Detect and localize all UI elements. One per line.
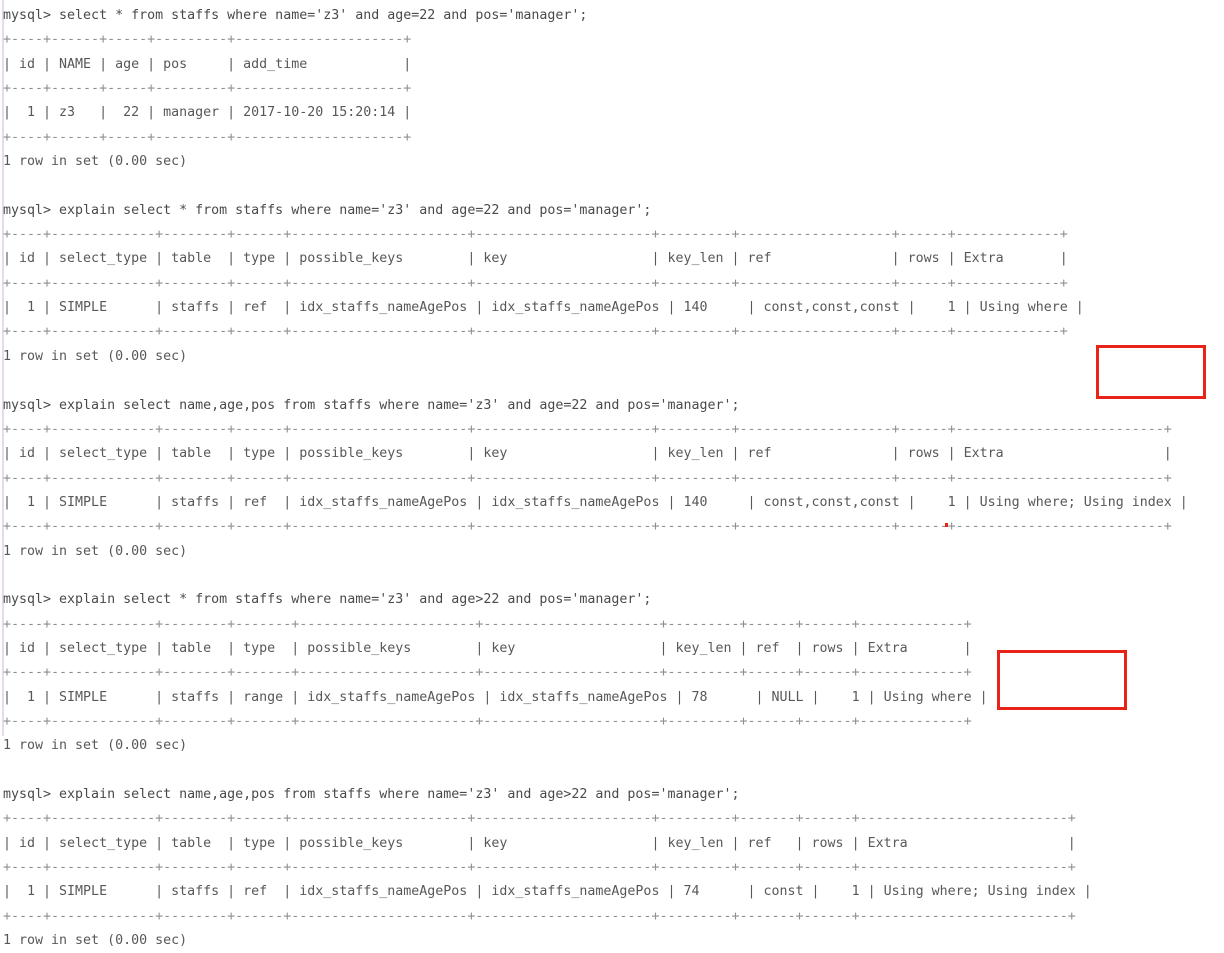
table-row: | 1 | z3 | 22 | manager | 2017-10-20 15:… bbox=[3, 105, 412, 121]
blank-line bbox=[3, 564, 1224, 588]
table-header-row: | id | select_type | table | type | poss… bbox=[3, 251, 1068, 267]
table-header-row: | id | select_type | table | type | poss… bbox=[3, 446, 1172, 462]
table-mid-rule: +----+-------------+--------+------+----… bbox=[3, 275, 1068, 291]
table-top-rule: +----+-------------+--------+-------+---… bbox=[3, 616, 972, 632]
table-top-rule: +----+-------------+--------+------+----… bbox=[3, 811, 1076, 827]
table-mid-rule: +----+-------------+--------+------+----… bbox=[3, 860, 1076, 876]
blank-line bbox=[3, 759, 1224, 783]
table-bottom-rule: +----+------+-----+---------+-----------… bbox=[3, 129, 412, 145]
table-mid-rule: +----+-------------+--------+-------+---… bbox=[3, 665, 972, 681]
table-row: | 1 | SIMPLE | staffs | range | idx_staf… bbox=[3, 689, 988, 705]
status-line: 1 row in set (0.00 sec) bbox=[3, 543, 188, 559]
table-bottom-rule: +----+-------------+--------+-------+---… bbox=[3, 713, 972, 729]
status-line: 1 row in set (0.00 sec) bbox=[3, 738, 188, 754]
command-line: mysql> explain select * from staffs wher… bbox=[3, 592, 652, 608]
table-mid-rule: +----+------+-----+---------+-----------… bbox=[3, 81, 412, 97]
blank-line bbox=[3, 369, 1224, 393]
status-line: 1 row in set (0.00 sec) bbox=[3, 933, 188, 949]
table-row: | 1 | SIMPLE | staffs | ref | idx_staffs… bbox=[3, 300, 1084, 316]
command-line: mysql> explain select name,age,pos from … bbox=[3, 787, 740, 802]
table-top-rule: +----+------+-----+---------+-----------… bbox=[3, 32, 412, 48]
left-gutter-rule bbox=[2, 0, 4, 736]
table-row: | 1 | SIMPLE | staffs | ref | idx_staffs… bbox=[3, 884, 1092, 900]
command-line: mysql> explain select * from staffs wher… bbox=[3, 202, 652, 218]
table-top-rule: +----+-------------+--------+------+----… bbox=[3, 421, 1172, 437]
table-bottom-rule: +----+-------------+--------+------+----… bbox=[3, 324, 1068, 340]
status-line: 1 row in set (0.00 sec) bbox=[3, 348, 188, 364]
command-line: mysql> select * from staffs where name='… bbox=[3, 8, 588, 23]
table-mid-rule: +----+-------------+--------+------+----… bbox=[3, 470, 1172, 486]
table-row: | 1 | SIMPLE | staffs | ref | idx_staffs… bbox=[3, 494, 1188, 510]
table-top-rule: +----+-------------+--------+------+----… bbox=[3, 227, 1068, 243]
table-bottom-rule: +----+-------------+--------+------+----… bbox=[3, 519, 1172, 535]
table-header-row: | id | select_type | table | type | poss… bbox=[3, 640, 972, 656]
status-line: 1 row in set (0.00 sec) bbox=[3, 154, 188, 170]
blank-line bbox=[3, 174, 1224, 198]
table-bottom-rule: +----+-------------+--------+------+----… bbox=[3, 908, 1076, 924]
table-header-row: | id | select_type | table | type | poss… bbox=[3, 835, 1076, 851]
command-line: mysql> explain select name,age,pos from … bbox=[3, 397, 740, 413]
table-header-row: | id | NAME | age | pos | add_time | bbox=[3, 56, 412, 72]
